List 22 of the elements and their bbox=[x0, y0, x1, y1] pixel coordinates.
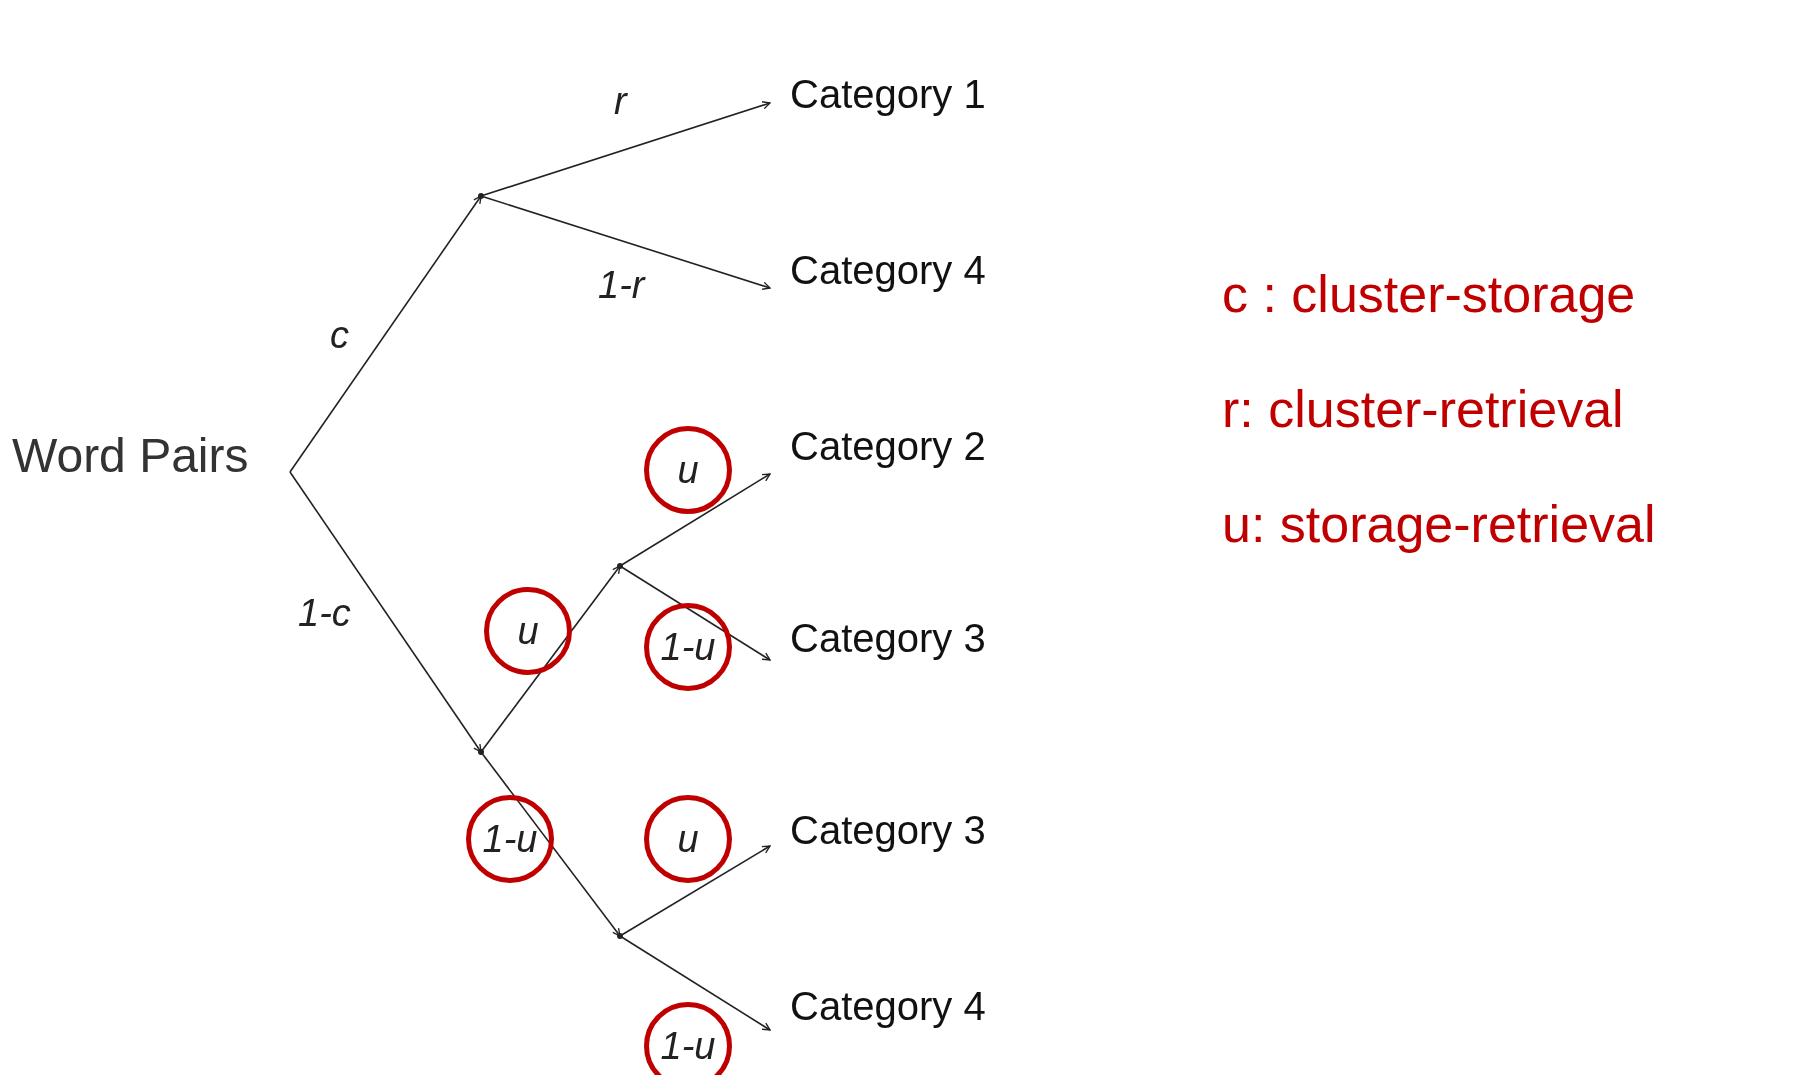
branch-point bbox=[478, 749, 484, 755]
circled-edge-label: 1-u bbox=[644, 1002, 732, 1075]
circled-edge-label: u bbox=[484, 587, 572, 675]
branch-point bbox=[617, 563, 623, 569]
root-label: Word Pairs bbox=[12, 428, 249, 483]
category-label: Category 2 bbox=[790, 424, 986, 469]
category-label: Category 1 bbox=[790, 72, 986, 117]
definition-note: c : cluster-storage bbox=[1222, 264, 1636, 324]
category-label: Category 3 bbox=[790, 616, 986, 661]
circled-edge-label: u bbox=[644, 426, 732, 514]
definition-note: u: storage-retrieval bbox=[1222, 494, 1656, 554]
branch-point bbox=[478, 193, 484, 199]
circled-edge-label: u bbox=[644, 795, 732, 883]
category-label: Category 4 bbox=[790, 984, 986, 1029]
category-label: Category 4 bbox=[790, 248, 986, 293]
arrow bbox=[289, 195, 482, 473]
arrow bbox=[289, 471, 482, 753]
circled-edge-label: 1-u bbox=[644, 603, 732, 691]
category-label: Category 3 bbox=[790, 808, 986, 853]
definition-note: r: cluster-retrieval bbox=[1222, 379, 1624, 439]
branch-point bbox=[617, 933, 623, 939]
circled-edge-label: 1-u bbox=[466, 795, 554, 883]
